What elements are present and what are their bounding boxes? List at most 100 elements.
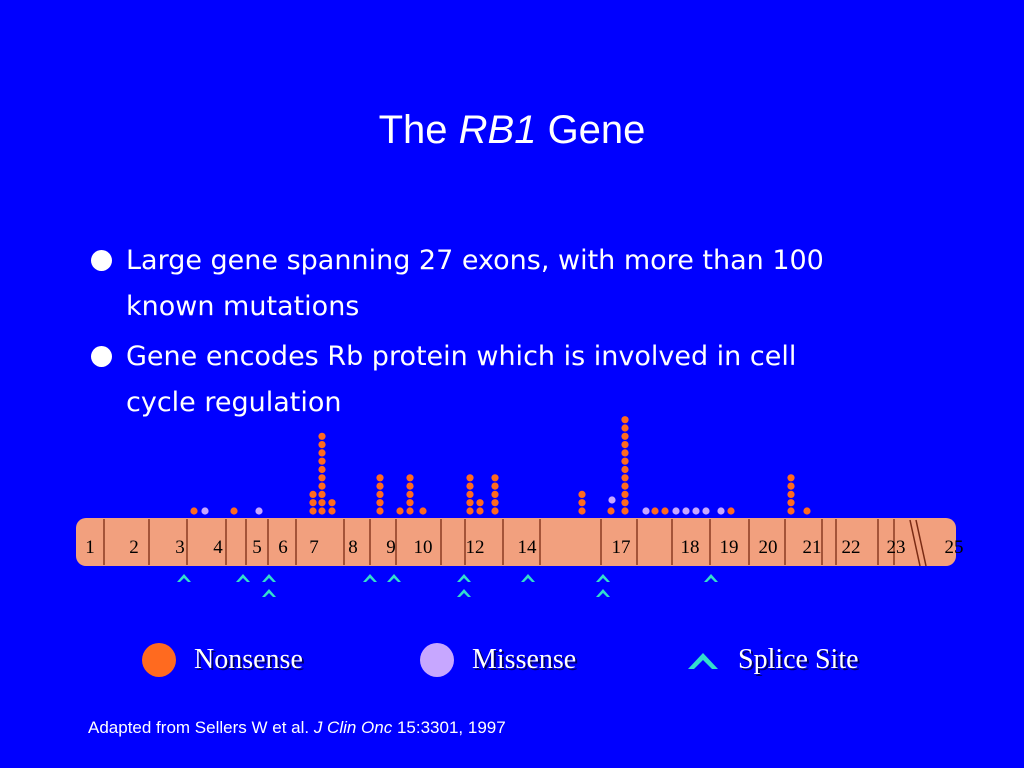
nonsense-mutation-dot [661,507,669,515]
exon-label: 25 [945,537,964,558]
nonsense-mutation-dot [466,507,474,515]
nonsense-mutation-dot [621,449,629,457]
nonsense-mutation-dot [621,507,629,515]
nonsense-mutation-dot [318,499,326,507]
bullet-list: Large gene spanning 27 exons, with more … [88,238,868,430]
exon-label: 10 [414,537,433,558]
nonsense-mutation-dot [376,482,384,490]
nonsense-mutation-dot [328,507,336,515]
splice-site-icon [521,574,535,582]
nonsense-mutation-dot [318,474,326,482]
nonsense-mutation-dot [787,474,795,482]
nonsense-mutation-dot [190,507,198,515]
nonsense-mutation-dot [621,474,629,482]
nonsense-mutation-dot [466,490,474,498]
exon-label: 23 [887,537,906,558]
missense-mutation-dot [255,507,263,515]
missense-mutation-dot [692,507,700,515]
nonsense-mutation-dot [607,507,615,515]
nonsense-mutation-dot [318,490,326,498]
nonsense-mutation-dot [491,499,499,507]
exon-label: 5 [252,537,262,558]
bullet-text: Large gene spanning 27 exons, with more … [126,245,824,322]
exon-label: 19 [720,537,739,558]
nonsense-mutation-dot [396,507,404,515]
gene-bar [76,518,956,566]
nonsense-mutation-dot [318,449,326,457]
nonsense-mutation-dot [491,490,499,498]
legend-splice-site: Splice Site [686,640,859,680]
nonsense-mutation-dot [309,490,317,498]
splice-site-icon [457,589,471,597]
nonsense-mutation-dot [376,507,384,515]
exon-label: 22 [842,537,861,558]
missense-mutation-dot [201,507,209,515]
splice-site-icon [387,574,401,582]
nonsense-mutation-dot [621,465,629,474]
nonsense-mutation-dot [318,507,326,515]
bullet-dot-icon [91,346,112,367]
nonsense-mutation-dot [787,499,795,507]
missense-mutation-dot [717,507,725,515]
exon-label: 18 [681,537,700,558]
citation-suffix: 15:3301, 1997 [392,718,506,737]
exon-label: 8 [348,537,358,558]
title-suffix: Gene [547,108,646,152]
missense-mutation-dot [682,507,690,515]
legend-label: Missense [472,644,577,675]
exon-label: 12 [466,537,485,558]
nonsense-mutation-dot [578,490,586,498]
nonsense-mutation-dot [376,474,384,482]
exon-label: 3 [175,537,185,558]
splice-site-icon [236,574,250,582]
nonsense-mutation-dot [578,499,586,507]
bullet-item: Large gene spanning 27 exons, with more … [88,238,868,330]
title-gene: RB1 [458,108,537,152]
exon-label: 21 [803,537,822,558]
nonsense-dot-icon [142,643,176,677]
nonsense-mutation-dot [787,507,795,515]
slide-title: The RB1 Gene [0,108,1024,153]
nonsense-mutation-dot [309,507,317,515]
nonsense-mutation-dot [621,499,629,507]
nonsense-mutation-dot [419,507,427,515]
nonsense-mutation-dot [491,474,499,482]
nonsense-mutation-dot [621,457,629,465]
missense-mutation-dot [608,496,616,504]
nonsense-mutation-dot [803,507,811,515]
splice-site-icon [262,574,276,582]
nonsense-mutation-dot [376,499,384,507]
nonsense-mutation-dot [466,482,474,490]
nonsense-mutation-dot [318,457,326,465]
legend-label: Nonsense [194,644,303,675]
nonsense-mutation-dot [406,507,414,515]
splice-chevron-icon [688,653,718,669]
nonsense-mutation-dot [328,499,336,507]
legend-nonsense: Nonsense [142,640,303,680]
missense-mutation-dot [672,507,680,515]
nonsense-mutation-dot [476,507,484,515]
nonsense-mutation-dot [318,482,326,490]
nonsense-mutation-dot [787,482,795,490]
splice-site-icon [262,589,276,597]
nonsense-mutation-dot [230,507,238,515]
nonsense-mutation-dot [476,499,484,507]
splice-site-markers [177,574,718,597]
nonsense-mutation-dot [727,507,735,515]
bullet-dot-icon [91,250,112,271]
exon-label: 17 [612,537,631,558]
legend-label: Splice Site [738,644,859,675]
citation-prefix: Adapted from Sellers W et al. [88,718,314,737]
nonsense-mutation-dot [309,499,317,507]
missense-mutation-dot [642,507,650,515]
gene-break-mark [909,519,927,567]
nonsense-mutation-dot [621,424,629,432]
nonsense-mutation-dot [491,482,499,490]
missense-mutation-dot [702,507,710,515]
missense-dot-icon [420,643,454,677]
nonsense-mutation-dot [318,441,326,449]
bullet-item: Gene encodes Rb protein which is involve… [88,334,868,426]
exon-label: 9 [386,537,396,558]
